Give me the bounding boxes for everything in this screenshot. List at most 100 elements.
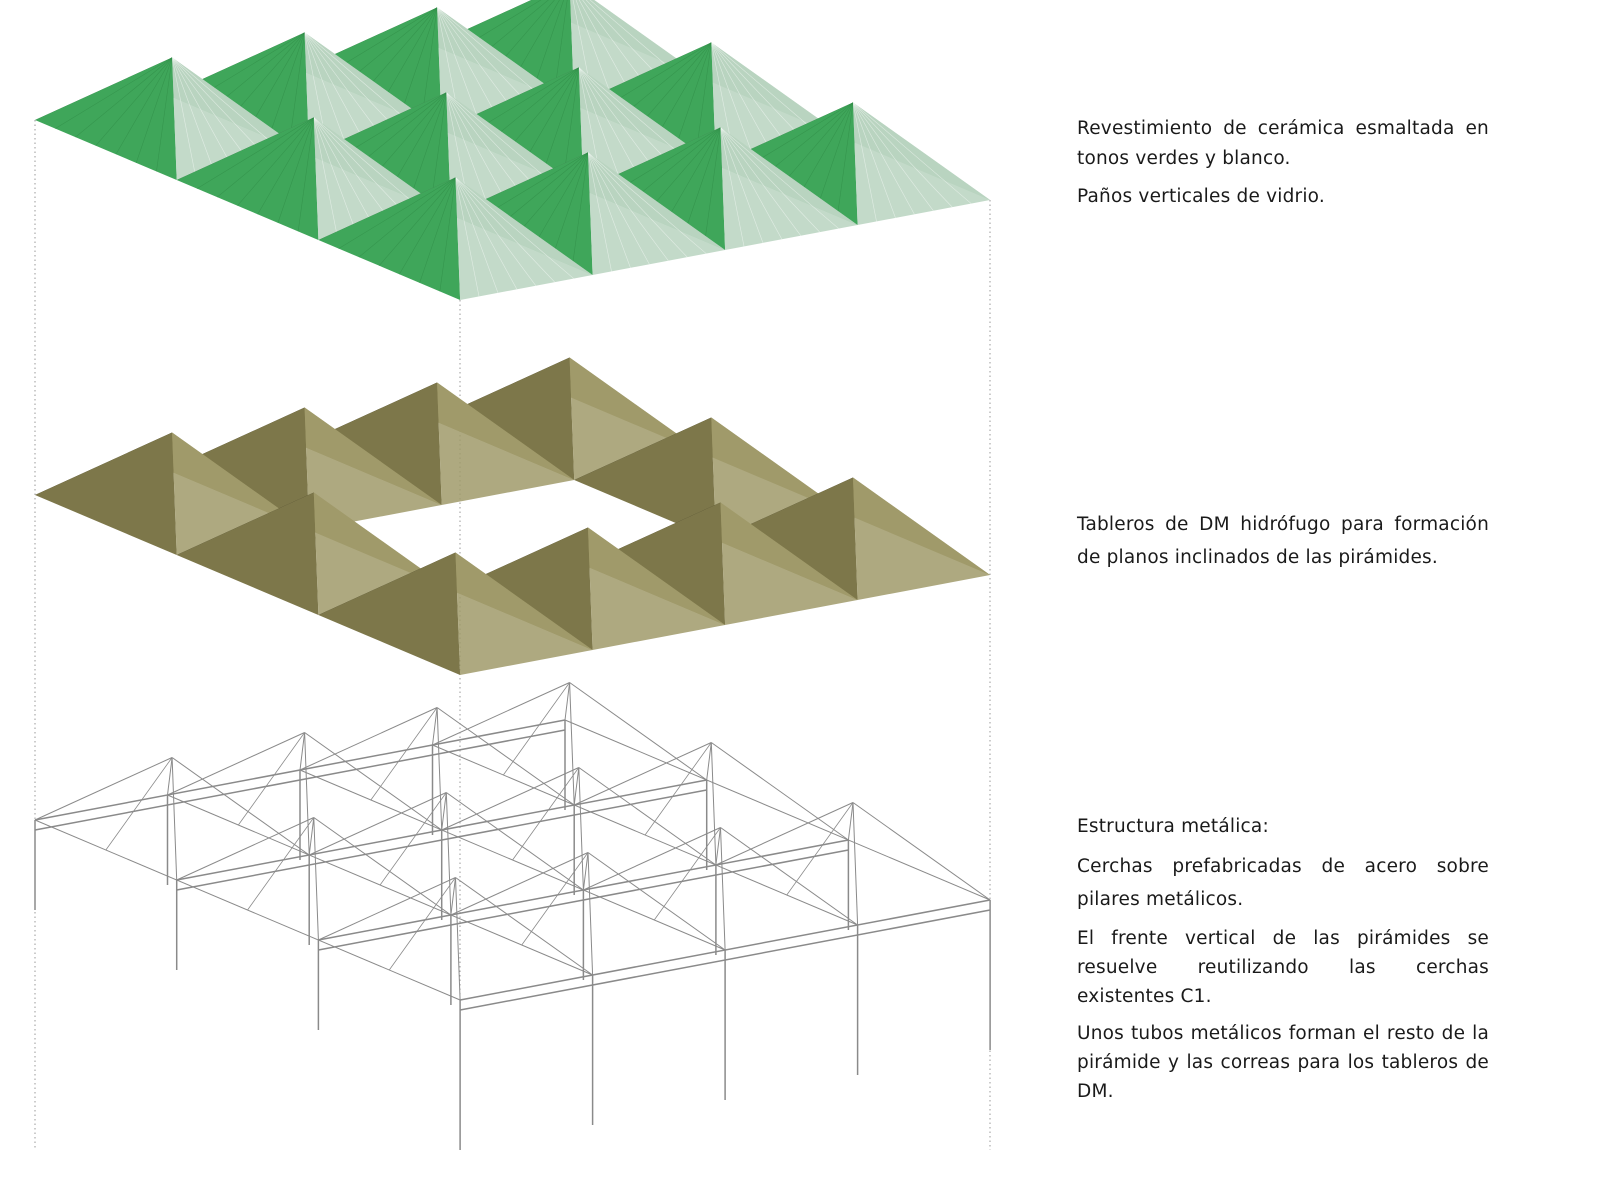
tile-joint (522, 67, 580, 165)
pyramid-tube (569, 682, 707, 781)
tile-joint (313, 117, 395, 226)
tile-joint (531, 152, 589, 250)
pyramid-face (574, 42, 716, 165)
tile-joint (237, 117, 315, 206)
tile-joint (551, 152, 589, 258)
tile-joint (511, 152, 589, 241)
dotted-guide-lines (34, 120, 991, 1150)
tile-joint (852, 102, 934, 211)
tile-joint (711, 42, 773, 155)
pyramid-tube (238, 732, 305, 826)
note-text: Unos tubos metálicos forman el resto de … (1077, 1023, 1489, 1102)
tile-joint (720, 127, 745, 247)
note-text: Estructura metálica: (1077, 816, 1269, 837)
tile-joint (360, 7, 438, 96)
tile-joint (304, 32, 348, 148)
tile-joint (313, 117, 338, 237)
pyramid-tube (308, 792, 447, 856)
tile-joint (711, 42, 792, 151)
tile-joint (257, 117, 315, 215)
tile-joint (837, 102, 854, 217)
tile-joint (587, 152, 688, 258)
tile-joint (304, 32, 386, 141)
tile-joint (562, 67, 580, 182)
tile-joint (380, 7, 438, 105)
pyramid-face (35, 57, 177, 180)
tile-joint (171, 57, 253, 166)
tile-joint (720, 127, 783, 240)
pyramid-face (300, 382, 442, 505)
pyramid-tube (587, 852, 726, 951)
pyramid-tube (436, 707, 443, 831)
tile-joint (587, 152, 650, 265)
tile-joint (455, 177, 480, 297)
tile-joint (455, 177, 555, 283)
tile-joint (852, 102, 972, 204)
pyramid-tube (313, 817, 452, 916)
pyramid-face (450, 527, 593, 650)
pyramid-face (437, 382, 575, 505)
note-text: El frente vertical de las pirámides se r… (1077, 928, 1489, 1007)
pyramid-tube (521, 852, 589, 946)
tile-joint (695, 42, 712, 157)
pyramid-face (176, 117, 319, 240)
tile-joint (297, 117, 315, 232)
tile-joint (664, 127, 721, 225)
tile-joint (216, 117, 314, 198)
pyramid-face (455, 177, 593, 300)
pyramid-tube (578, 767, 717, 866)
pyramid-face (588, 152, 726, 275)
pyramid-face (588, 527, 726, 650)
pyramid-tube (573, 767, 580, 806)
ceramic-cladding-notes: Revestimiento de cerámica esmaltada en t… (1077, 114, 1489, 220)
pyramid-tube (578, 767, 584, 891)
tile-joint (455, 177, 537, 286)
pyramid-face (318, 177, 461, 300)
purlin (564, 719, 991, 901)
pyramid-tube (313, 817, 319, 941)
tile-joint (95, 57, 173, 146)
tile-joint (578, 67, 641, 180)
tile-joint (135, 57, 173, 163)
tile-joint (542, 67, 580, 173)
pyramid-tube (455, 877, 593, 976)
tile-joint (156, 57, 173, 172)
note-text: Revestimiento de cerámica esmaltada en t… (1077, 118, 1489, 169)
tile-joint (288, 32, 305, 147)
tile-joint (248, 32, 305, 130)
pyramid-tube (370, 707, 438, 801)
tile-joint (436, 7, 480, 123)
tile-joint (587, 152, 612, 272)
pyramid-face (300, 7, 442, 130)
tile-joint (196, 117, 314, 189)
pyramid-tube (167, 732, 305, 796)
tile-joint (55, 57, 173, 129)
tile-joint (378, 177, 456, 266)
tile-joint (643, 127, 721, 216)
pyramid-tube (455, 877, 461, 1001)
pyramid-tube (379, 792, 447, 886)
tile-joint (575, 0, 613, 98)
tile-joint (171, 57, 196, 177)
tile-joint (369, 92, 447, 181)
tile-joint (421, 7, 438, 122)
pyramid-tube (167, 757, 173, 796)
tile-joint (578, 67, 660, 176)
pyramid-tube (720, 827, 726, 951)
pyramid-tube (564, 682, 571, 721)
pyramid-tube (304, 732, 310, 856)
tile-joint (852, 102, 896, 218)
tile-joint (419, 177, 456, 283)
pyramid-face (574, 417, 716, 540)
tile-joint (228, 32, 305, 121)
tile-joint (430, 92, 447, 207)
tile-joint (578, 0, 632, 95)
pyramid-face (450, 152, 593, 275)
tile-joint (852, 102, 877, 222)
tile-joint (572, 152, 589, 267)
tile-joint (513, 0, 560, 80)
tile-joint (493, 0, 555, 71)
tile-joint (455, 177, 518, 290)
tile-joint (816, 102, 854, 208)
